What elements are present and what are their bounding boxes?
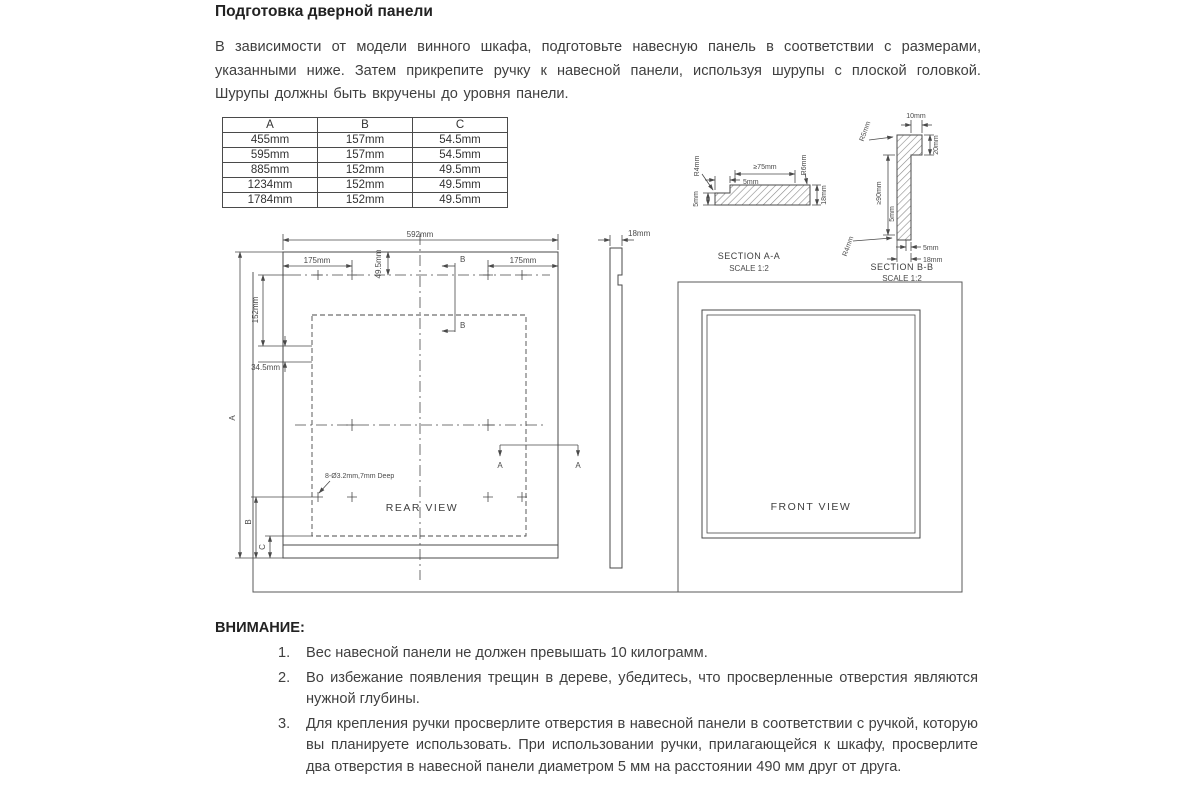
rear-top-offset-dim-label: 49.5mm bbox=[374, 249, 383, 278]
rear-view-dimensions bbox=[235, 234, 581, 559]
table-cell: 54.5mm bbox=[412, 147, 508, 163]
rear-offset-dim-label: 34.5mm bbox=[251, 363, 280, 372]
rear-dim-c-label: C bbox=[258, 544, 267, 550]
aa-min-width-dim-label: ≥75mm bbox=[753, 164, 776, 171]
attention-list: 1. Вес навесной панели не должен превыша… bbox=[278, 643, 978, 781]
section-b-marker-top: B bbox=[460, 255, 465, 264]
bb-10mm-dim-label: 10mm bbox=[906, 113, 926, 120]
attention-heading: ВНИМАНИЕ: bbox=[215, 620, 305, 636]
attention-item-1: 1. Вес навесной панели не должен превыша… bbox=[278, 643, 978, 665]
bb-20mm-dim-label: 20mm bbox=[933, 135, 940, 155]
front-view-label: FRONT VIEW bbox=[771, 501, 852, 513]
screw-hole-marks bbox=[313, 270, 527, 502]
figure-frame bbox=[252, 272, 963, 593]
section-aa-scale: SCALE 1:2 bbox=[729, 264, 769, 273]
front-view-panel bbox=[701, 309, 921, 539]
rear-width-dim-label: 592mm bbox=[407, 230, 434, 239]
aa-5mm-top-dim-label: 5mm bbox=[743, 179, 759, 186]
rear-left-offset-dim-label: 175mm bbox=[304, 256, 331, 265]
table-row: 1784mm 152mm 49.5mm bbox=[222, 192, 508, 208]
bb-r5-dim-label: R5mm bbox=[859, 120, 873, 142]
rear-view-label: REAR VIEW bbox=[386, 502, 458, 514]
attention-item-number: 1. bbox=[278, 645, 291, 661]
table-cell: 152mm bbox=[317, 177, 413, 193]
section-aa-title: SECTION A-A bbox=[718, 251, 781, 261]
aa-5mm-left-dim-label: 5mm bbox=[693, 191, 700, 207]
attention-item-2: 2. Во избежание появления трещин в дерев… bbox=[278, 668, 978, 711]
rear-side-dim-label: 152mm bbox=[251, 296, 260, 323]
attention-item-text: Вес навесной панели не должен превышать … bbox=[306, 645, 708, 661]
table-cell: 49.5mm bbox=[412, 177, 508, 193]
side-thickness-dim-label: 18mm bbox=[628, 229, 651, 238]
attention-item-text: Для крепления ручки просверлите отверсти… bbox=[306, 715, 978, 775]
holes-note-label: 8-Ø3.2mm,7mm Deep bbox=[325, 473, 394, 480]
bb-min-height-dim-label: ≥90mm bbox=[876, 181, 883, 204]
bb-5mm-bottom-dim-label: 5mm bbox=[923, 245, 939, 252]
section-a-marker-left: A bbox=[497, 461, 503, 470]
table-row: 1234mm 152mm 49.5mm bbox=[222, 177, 508, 193]
dimensions-table: A B C 455mm 157mm 54.5mm 595mm 157mm 54.… bbox=[222, 117, 508, 208]
table-row: 595mm 157mm 54.5mm bbox=[222, 147, 508, 163]
table-cell: 49.5mm bbox=[412, 192, 508, 208]
bb-5mm-left-dim-label: 5mm bbox=[889, 206, 896, 222]
table-cell: 152mm bbox=[317, 192, 413, 208]
rear-right-offset-dim-label: 175mm bbox=[510, 256, 537, 265]
section-a-marker-right: A bbox=[575, 461, 581, 470]
side-view bbox=[598, 235, 634, 569]
section-bb-detail: R5mm 10mm 20mm ≥90mm 5mm R4mm 5mm 18mm S… bbox=[842, 113, 943, 283]
aa-r4-dim-label: R4mm bbox=[694, 156, 701, 177]
section-bb-title: SECTION B-B bbox=[870, 262, 933, 272]
attention-item-text: Во избежание появления трещин в дереве, … bbox=[306, 669, 978, 708]
rear-dim-b-label: B bbox=[244, 519, 253, 524]
bb-r4-dim-label: R4mm bbox=[842, 235, 856, 257]
technical-drawing: 592mm 175mm 175mm 49.5mm 152mm 34.5mm A … bbox=[228, 113, 963, 593]
intro-paragraph: В зависимости от модели винного шкафа, п… bbox=[215, 39, 981, 102]
page-title: Подготовка дверной панели bbox=[215, 3, 433, 20]
section-b-marker-bottom: B bbox=[460, 321, 465, 330]
table-cell: 1784mm bbox=[222, 192, 318, 208]
aa-18mm-dim-label: 18mm bbox=[821, 185, 828, 205]
section-aa-detail: ≥75mm 5mm R4mm R6mm 5mm 18mm SECTION A-A… bbox=[693, 155, 828, 273]
table-header-row: A B C bbox=[222, 117, 508, 133]
attention-item-number: 3. bbox=[278, 715, 291, 732]
aa-r6-dim-label: R6mm bbox=[801, 155, 808, 176]
attention-item-3: 3. Для крепления ручки просверлите отвер… bbox=[278, 714, 978, 779]
section-bb-scale: SCALE 1:2 bbox=[882, 274, 922, 283]
rear-view-labels: 592mm 175mm 175mm 49.5mm 152mm 34.5mm A … bbox=[228, 230, 581, 550]
attention-item-number: 2. bbox=[278, 669, 291, 686]
bb-18mm-dim-label: 18mm bbox=[923, 257, 943, 264]
table-cell: 455mm bbox=[222, 132, 318, 148]
rear-dim-a-label: A bbox=[228, 415, 237, 421]
rear-view-panel bbox=[282, 234, 559, 580]
table-cell: 1234mm bbox=[222, 177, 318, 193]
table-row: 455mm 157mm 54.5mm bbox=[222, 132, 508, 148]
